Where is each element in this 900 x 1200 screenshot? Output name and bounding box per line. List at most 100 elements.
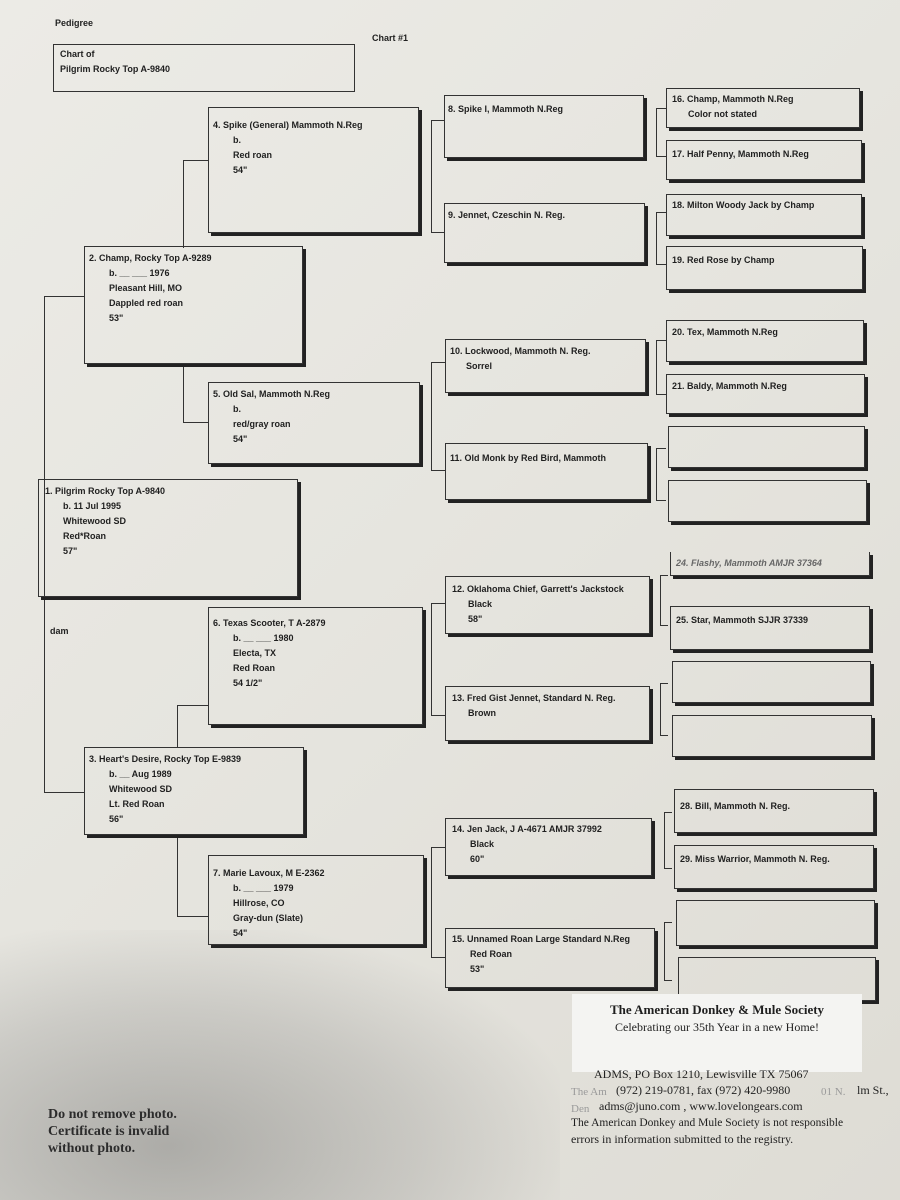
ghost-text: Den [571, 1103, 590, 1115]
connector-line [431, 232, 445, 233]
connector-line [431, 362, 432, 470]
connector-line [44, 296, 45, 792]
connector-line [44, 296, 84, 297]
connector-line [177, 838, 178, 916]
entry-place: Electa, TX [233, 648, 277, 658]
connector-line [656, 156, 666, 157]
society-disclaimer-2: errors in information submitted to the r… [571, 1132, 794, 1146]
pedigree-entry-30 [676, 900, 875, 946]
notice-line-2: Certificate is invalid [48, 1124, 170, 1139]
photo-notice: Do not remove photo. Certificate is inva… [48, 1106, 177, 1157]
entry-height: 60" [470, 854, 485, 864]
connector-line [660, 625, 668, 626]
entry-height: 53" [470, 964, 485, 974]
chart-number: Chart #1 [372, 33, 409, 43]
connector-line [431, 603, 445, 604]
connector-line [431, 603, 432, 715]
pedigree-entry-3: 3. Heart's Desire, Rocky Top E-9839 b. _… [84, 747, 304, 835]
pedigree-entry-29: 29. Miss Warrior, Mammoth N. Reg. [674, 845, 874, 889]
entry-name: 6. Texas Scooter, T A-2879 [213, 618, 326, 628]
ghost-text: 01 N. [821, 1086, 846, 1098]
dam-label: dam [50, 626, 69, 636]
entry-height: 57" [63, 546, 78, 556]
entry-name: 25. Star, Mammoth SJJR 37339 [676, 615, 809, 625]
entry-birth: b. [233, 404, 241, 414]
entry-name: 20. Tex, Mammoth N.Reg [672, 327, 778, 337]
entry-name: 8. Spike I, Mammoth N.Reg [448, 104, 564, 114]
society-name: The American Donkey & Mule Society [609, 1002, 825, 1017]
entry-height: 54" [233, 928, 248, 938]
connector-line [183, 160, 184, 248]
connector-line [431, 470, 445, 471]
connector-line [664, 980, 672, 981]
entry-color: Gray-dun (Slate) [233, 913, 304, 923]
entry-color: Lt. Red Roan [109, 799, 165, 809]
connector-line [431, 362, 445, 363]
entry-birth: b. [233, 135, 241, 145]
connector-line [656, 448, 657, 500]
chart-of-name: Pilgrim Rocky Top A-9840 [60, 64, 171, 74]
entry-height: 53" [109, 313, 124, 323]
entry-height: 56" [109, 814, 124, 824]
entry-birth: b. __ ___ 1976 [109, 268, 170, 278]
society-phone: (972) 219-0781, fax (972) 420-9980 [616, 1083, 791, 1097]
connector-line [431, 715, 445, 716]
entry-name: 14. Jen Jack, J A-4671 AMJR 37992 [452, 824, 602, 834]
entry-name: 24. Flashy, Mammoth AMJR 37364 [676, 558, 822, 568]
pedigree-entry-9: 9. Jennet, Czeschin N. Reg. [444, 203, 645, 263]
entry-name: 5. Old Sal, Mammoth N.Reg [213, 389, 331, 399]
connector-line [44, 792, 84, 793]
entry-color: Black [468, 599, 493, 609]
entry-name: 15. Unnamed Roan Large Standard N.Reg [452, 934, 631, 944]
connector-line [664, 868, 672, 869]
pedigree-entry-27 [672, 715, 872, 757]
connector-line [656, 394, 666, 395]
entry-color: Red*Roan [63, 531, 107, 541]
connector-line [183, 422, 208, 423]
pedigree-entry-15: 15. Unnamed Roan Large Standard N.Reg Re… [445, 928, 655, 988]
society-street: lm St., [857, 1083, 889, 1097]
pedigree-entry-8: 8. Spike I, Mammoth N.Reg [444, 95, 644, 158]
chart-of-label: Chart of [60, 49, 95, 59]
entry-height: 54" [233, 165, 248, 175]
entry-color: Red Roan [233, 663, 276, 673]
pedigree-entry-7: 7. Marie Lavoux, M E-2362 b. __ ___ 1979… [208, 855, 424, 945]
entry-name: 28. Bill, Mammoth N. Reg. [680, 801, 791, 811]
pedigree-entry-11: 11. Old Monk by Red Bird, Mammoth [445, 443, 648, 500]
entry-name: 13. Fred Gist Jennet, Standard N. Reg. [452, 693, 616, 703]
pedigree-entry-17: 17. Half Penny, Mammoth N.Reg [666, 140, 862, 180]
connector-line [431, 120, 432, 232]
entry-height: 54 1/2" [233, 678, 263, 688]
society-tagline: Celebrating our 35th Year in a new Home! [615, 1020, 819, 1034]
pedigree-entry-16: 16. Champ, Mammoth N.Reg Color not state… [666, 88, 860, 128]
connector-line [183, 366, 184, 422]
entry-place: Whitewood SD [63, 516, 126, 526]
pedigree-entry-23 [668, 480, 867, 522]
entry-name: 19. Red Rose by Champ [672, 255, 775, 265]
connector-line [656, 340, 657, 394]
entry-color: Sorrel [466, 361, 493, 371]
connector-line [660, 683, 668, 684]
pedigree-entry-10: 10. Lockwood, Mammoth N. Reg. Sorrel [445, 339, 646, 393]
entry-color: Red roan [233, 150, 273, 160]
entry-name: 12. Oklahoma Chief, Garrett's Jackstock [452, 584, 624, 594]
entry-name: 10. Lockwood, Mammoth N. Reg. [450, 346, 591, 356]
connector-line [660, 575, 668, 576]
entry-birth: b. __ ___ 1979 [233, 883, 294, 893]
notice-line-3: without photo. [48, 1141, 136, 1156]
pedigree-entry-22 [668, 426, 865, 468]
connector-line [656, 264, 666, 265]
entry-name: 17. Half Penny, Mammoth N.Reg [672, 149, 809, 159]
connector-line [656, 340, 666, 341]
connector-line [660, 735, 668, 736]
pedigree-entry-28: 28. Bill, Mammoth N. Reg. [674, 789, 874, 833]
entry-name: 9. Jennet, Czeschin N. Reg. [448, 210, 566, 220]
pedigree-entry-26 [672, 661, 871, 703]
form-label: Pedigree [55, 18, 94, 28]
connector-line [664, 922, 665, 980]
entry-name: 21. Baldy, Mammoth N.Reg [672, 381, 787, 391]
connector-line [656, 212, 666, 213]
pedigree-entry-18: 18. Milton Woody Jack by Champ [666, 194, 862, 236]
connector-line [431, 120, 445, 121]
